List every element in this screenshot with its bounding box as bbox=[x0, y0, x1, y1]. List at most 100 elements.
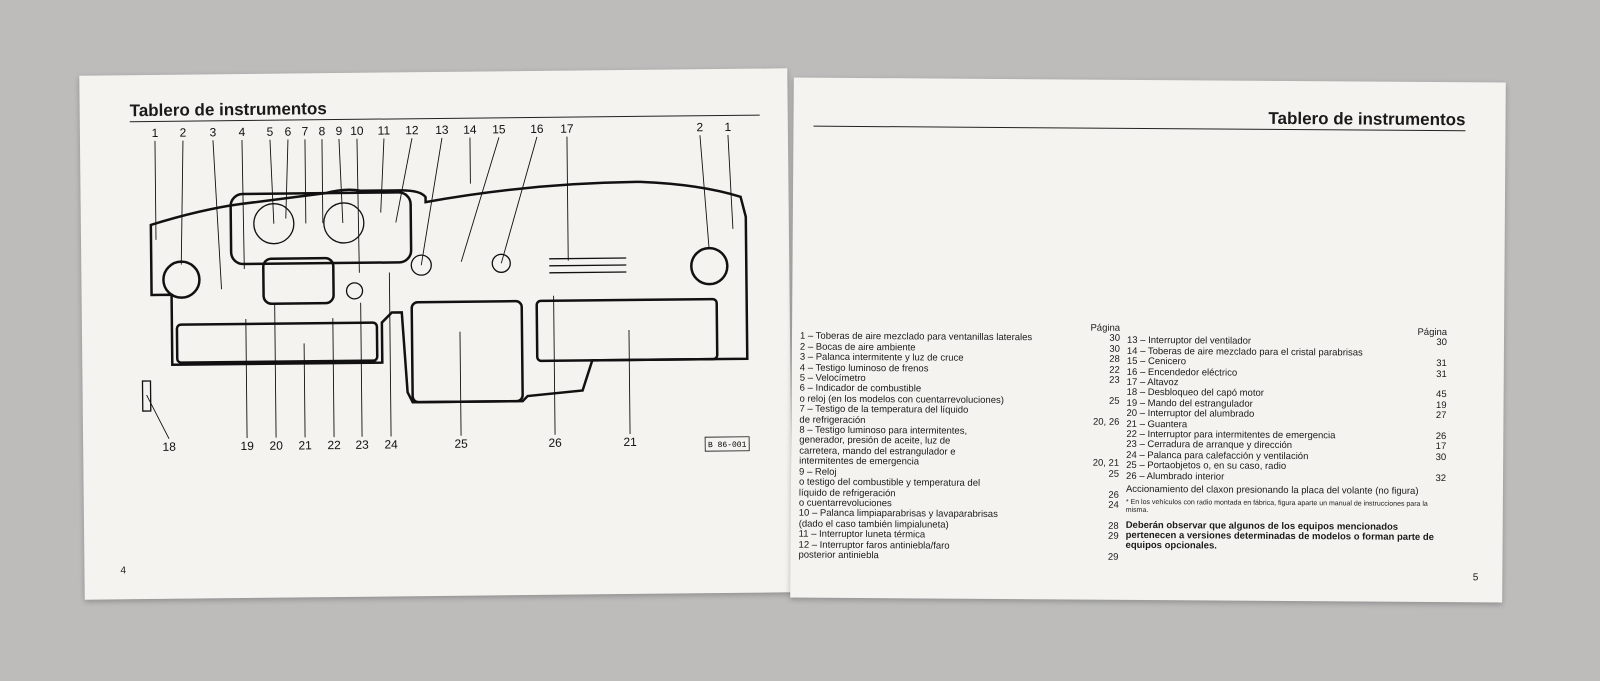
callout-leader-line bbox=[566, 136, 569, 261]
callout-leader-line bbox=[380, 138, 385, 213]
page-number: 4 bbox=[120, 565, 127, 577]
hood-release-lever bbox=[141, 380, 152, 412]
callout-number: 21 bbox=[623, 435, 637, 449]
callout-number: 24 bbox=[384, 437, 398, 451]
glovebox bbox=[535, 297, 719, 363]
callout-leader-line bbox=[274, 303, 277, 438]
callout-leader-line bbox=[338, 138, 344, 223]
callout-number: 6 bbox=[284, 125, 291, 139]
index-entry-page: 30 bbox=[1435, 451, 1447, 463]
callout-leader-line bbox=[395, 138, 413, 223]
clock-icon bbox=[323, 202, 365, 244]
index-entry-page: 32 bbox=[1435, 472, 1447, 484]
index-entry-page bbox=[1089, 428, 1119, 439]
callout-number: 19 bbox=[240, 439, 254, 453]
callout-number: 22 bbox=[327, 438, 341, 452]
callout-number: 10 bbox=[350, 124, 364, 138]
callout-number: 12 bbox=[405, 123, 419, 137]
callout-leader-line bbox=[356, 138, 360, 273]
callout-number: 7 bbox=[301, 124, 308, 138]
figure-code: B 86-001 bbox=[708, 441, 747, 450]
callout-leader-line bbox=[304, 139, 307, 224]
callout-leader-line bbox=[212, 140, 222, 290]
callout-leader-line bbox=[285, 139, 289, 219]
callout-leader-line bbox=[180, 140, 184, 265]
callout-number: 1 bbox=[724, 120, 731, 134]
callout-number: 11 bbox=[378, 123, 391, 137]
callout-number: 2 bbox=[696, 120, 703, 134]
index-entry-page: 20, 26 bbox=[1092, 416, 1120, 428]
callout-number: 15 bbox=[492, 122, 506, 136]
callout-number: 16 bbox=[530, 122, 544, 136]
callout-number: 23 bbox=[355, 438, 369, 452]
callout-number: 3 bbox=[209, 125, 216, 139]
callout-leader-line bbox=[269, 139, 275, 224]
callout-number: 1 bbox=[151, 126, 158, 140]
callout-leader-line bbox=[241, 140, 245, 270]
callout-number: 14 bbox=[463, 123, 477, 137]
speedometer-icon bbox=[253, 203, 295, 245]
callout-leader-line bbox=[154, 140, 157, 240]
index-entry-page: 25 bbox=[1108, 468, 1120, 480]
page-number: 5 bbox=[1472, 572, 1479, 584]
index-column-left: Página 1 – Toberas de aire mezclado para… bbox=[798, 322, 1120, 564]
page-title: Tablero de instrumentos bbox=[1268, 108, 1466, 130]
index-entry-page: 29 bbox=[1108, 530, 1119, 542]
ignition-lock-icon bbox=[345, 282, 364, 300]
callout-leader-line bbox=[321, 139, 324, 224]
index-entry-page: 30 bbox=[1436, 337, 1448, 349]
figure-code-box bbox=[704, 436, 750, 452]
speaker-grille bbox=[549, 257, 627, 260]
callout-leader-line bbox=[727, 134, 734, 229]
callout-leader-line bbox=[628, 329, 631, 434]
index-entry-text: posterior antiniebla bbox=[798, 550, 879, 562]
cigarette-lighter-icon bbox=[491, 253, 511, 273]
callout-leader-line bbox=[303, 343, 306, 438]
callout-leader-line bbox=[460, 137, 500, 262]
callout-leader-line bbox=[459, 331, 462, 436]
callout-number: 26 bbox=[548, 436, 562, 450]
callout-leader-line bbox=[245, 318, 248, 438]
index-entry-page: 25 bbox=[1108, 395, 1120, 407]
index-entry-page: 23 bbox=[1109, 374, 1120, 386]
left-shelf bbox=[175, 321, 379, 364]
callout-number: 8 bbox=[318, 124, 325, 138]
callout-leader-line bbox=[360, 302, 363, 437]
center-console bbox=[410, 299, 524, 404]
callout-number: 5 bbox=[266, 125, 273, 139]
callout-leader-line bbox=[420, 137, 443, 266]
callout-leader-line bbox=[553, 295, 556, 435]
index-entry: 26 – Alumbrado interior 32 bbox=[1126, 472, 1446, 485]
index-entry-page: 31 bbox=[1436, 368, 1447, 380]
callout-number: 9 bbox=[335, 124, 342, 138]
index-entry-text: 26 – Alumbrado interior bbox=[1126, 471, 1225, 483]
optional-equipment-note: Deberán observar que algunos de los equi… bbox=[1125, 519, 1434, 552]
index-entry-page bbox=[1089, 480, 1119, 491]
footnote: * En los vehículos con radio montada en … bbox=[1125, 498, 1428, 514]
callout-number: 18 bbox=[162, 440, 176, 454]
index-entry-page bbox=[1089, 438, 1119, 449]
callout-number: 17 bbox=[560, 122, 574, 136]
index-entry-page: 29 bbox=[1107, 551, 1119, 563]
left-air-vent bbox=[162, 260, 201, 299]
callout-leader-line bbox=[500, 136, 538, 264]
steering-hub bbox=[262, 256, 335, 305]
right-air-vent bbox=[690, 246, 729, 286]
dashboard-outline bbox=[149, 180, 749, 404]
horn-note: Accionamiento del claxon presionando la … bbox=[1125, 483, 1419, 497]
index-entry-page: 24 bbox=[1108, 499, 1119, 511]
instrument-cluster bbox=[229, 191, 413, 266]
callout-number: 20 bbox=[269, 439, 283, 453]
index-entry: posterior antiniebla 29 bbox=[798, 551, 1118, 564]
callout-number: 21 bbox=[298, 438, 312, 452]
callout-number: 13 bbox=[435, 123, 449, 137]
callout-number: 25 bbox=[454, 437, 468, 451]
index-entry-page: 27 bbox=[1435, 410, 1447, 422]
callout-leader-line bbox=[332, 318, 335, 438]
callout-leader-line bbox=[146, 394, 170, 440]
callout-leader-line bbox=[388, 272, 392, 437]
callout-number: 2 bbox=[179, 126, 186, 140]
fan-switch-icon bbox=[410, 254, 432, 276]
